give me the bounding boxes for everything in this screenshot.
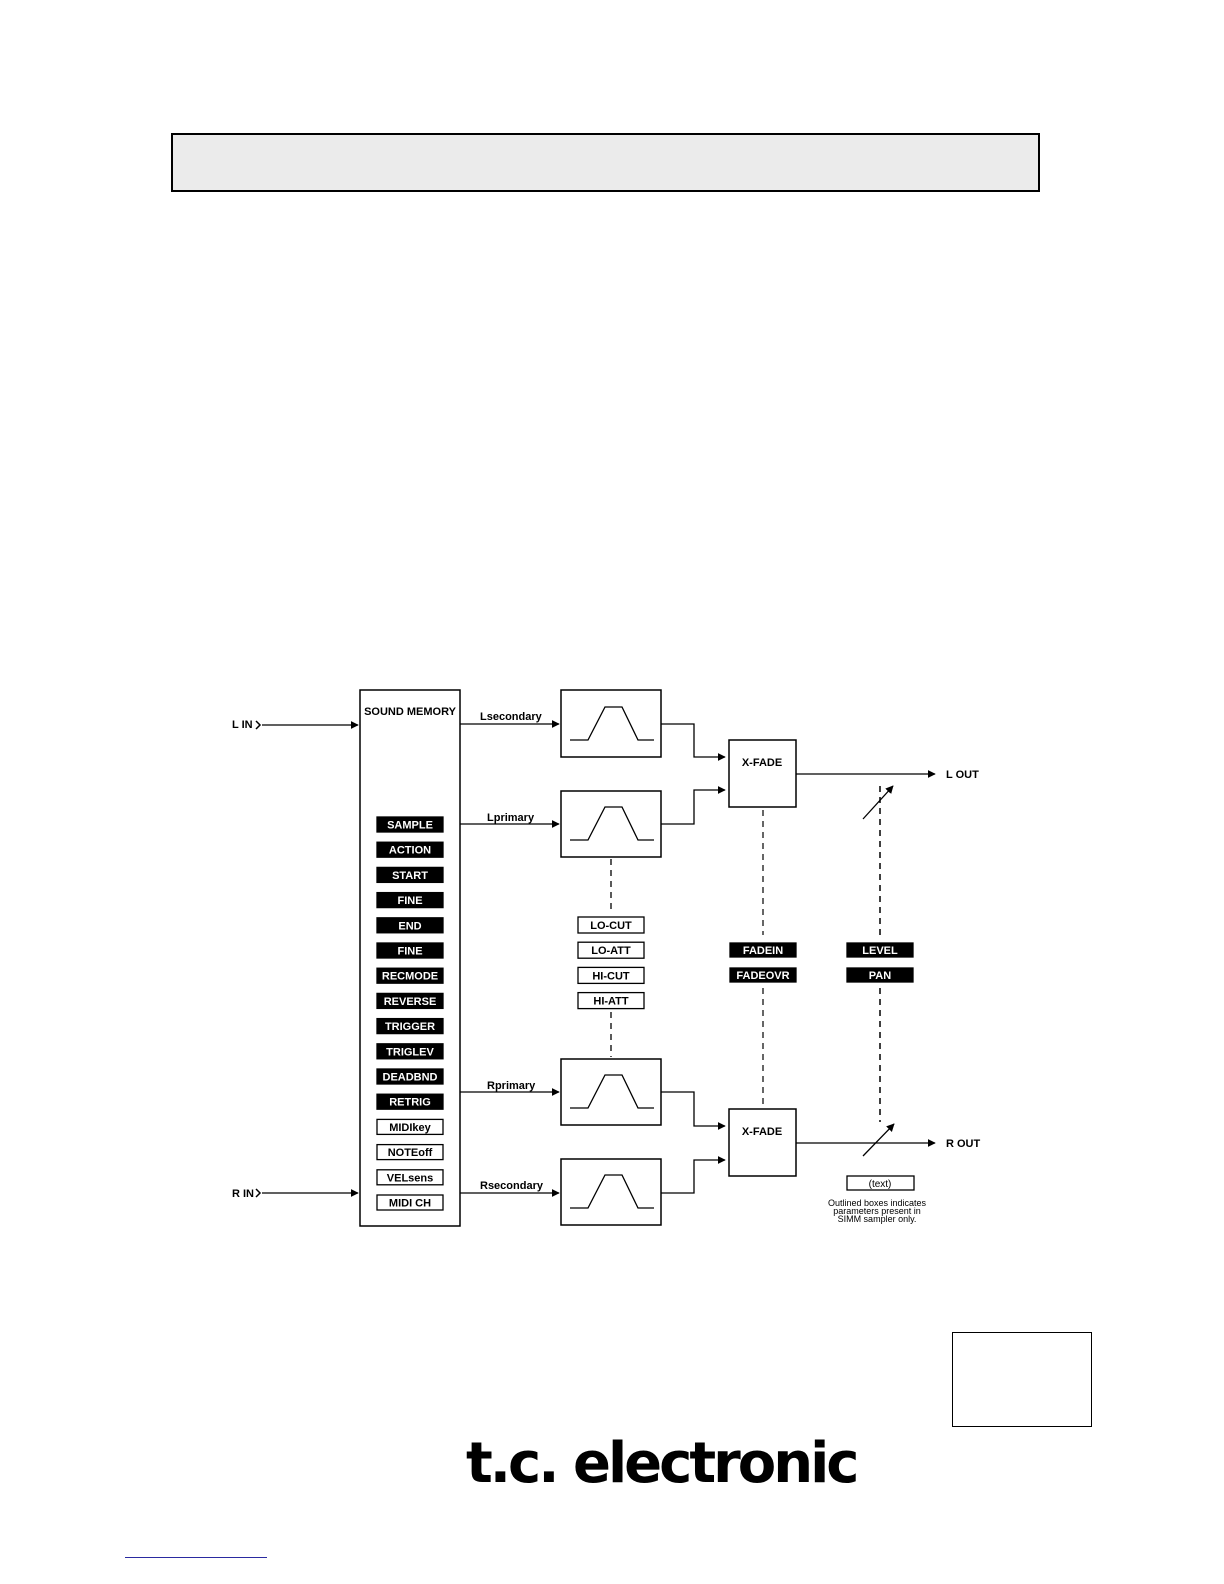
label-l-in: L IN [232, 719, 253, 731]
legend-note-line-1: Outlined boxes indicates [828, 1198, 927, 1208]
filter-param-2-box [577, 941, 645, 959]
xfade-param-2-box [729, 967, 797, 983]
xfade-left-label: X-FADE [742, 757, 782, 769]
sound-memory-param-4-box [376, 891, 444, 909]
r-secondary-to-xfade [661, 1156, 726, 1194]
filter-param-3-box [577, 966, 645, 985]
xfade-param-2-label: FADEOVR [736, 970, 789, 982]
filter-params: LO-CUT LO-ATT HI-CUT HI-ATT [577, 916, 645, 1010]
legend-note-line-2: parameters present in [833, 1206, 921, 1216]
legend-box-label: (text) [869, 1179, 892, 1190]
sound-memory-param-11-box [376, 1068, 444, 1085]
legend-box [846, 1175, 915, 1191]
page-number-box [952, 1332, 1092, 1427]
sound-memory-params: SAMPLE ACTION START FINE END FINE RECMODE REVER… [376, 816, 444, 1211]
xfade-right-label: X-FADE [742, 1126, 782, 1138]
output-param-1-box [846, 942, 914, 958]
r-out-level-arrow [862, 1123, 895, 1157]
l-in-chevron [255, 720, 262, 730]
label-r-out: R OUT [946, 1138, 981, 1150]
filter-param-2-label: LO-ATT [591, 945, 631, 957]
sound-memory-param-15-box [376, 1169, 444, 1186]
sound-memory-param-1-label: SAMPLE [387, 820, 433, 832]
sound-memory-param-10-box [376, 1043, 444, 1060]
sound-memory-param-11-label: DEADBND [383, 1072, 438, 1084]
sound-memory-param-16-label: MIDI CH [389, 1198, 431, 1210]
tc-electronic-logo: t.c. electronic [466, 1431, 859, 1496]
r-in-chevron [255, 1188, 262, 1198]
sound-memory-param-14-label: NOTEoff [388, 1147, 433, 1159]
label-l-out: L OUT [946, 769, 979, 781]
filter-param-1-label: LO-CUT [590, 920, 632, 932]
sound-memory-param-8-box [376, 992, 444, 1010]
filter-block-l-secondary [560, 689, 662, 758]
label-r-in: R IN [232, 1188, 254, 1200]
sound-memory-param-12-box [376, 1093, 444, 1110]
sound-memory-param-9-box [376, 1017, 444, 1035]
sound-memory-param-2-box [376, 841, 444, 858]
legend-note-line-3: SIMM sampler only. [838, 1214, 917, 1224]
label-l-primary: Lprimary [487, 812, 535, 824]
sound-memory-param-3-label: START [392, 870, 428, 882]
label-l-secondary: Lsecondary [480, 711, 543, 723]
sound-memory-param-8-label: REVERSE [384, 996, 437, 1008]
xfade-param-1-label: FADEIN [743, 945, 783, 957]
sound-memory-param-9-label: TRIGGER [385, 1021, 435, 1033]
filter-param-1-box [577, 916, 645, 934]
filter-param-3-label: HI-CUT [592, 970, 630, 982]
sound-memory-param-10-label: TRIGLEV [386, 1046, 434, 1058]
r-primary-to-xfade [661, 1091, 726, 1130]
sound-memory-param-15-label: VELsens [387, 1172, 433, 1184]
header-bar [171, 133, 1040, 192]
sound-memory-param-6-label: FINE [397, 946, 422, 958]
output-params: LEVEL PAN [846, 942, 914, 983]
sound-memory-param-13-label: MIDIkey [389, 1122, 431, 1134]
filter-block-r-secondary [560, 1158, 662, 1226]
output-param-2-box [846, 967, 914, 983]
sound-memory-param-1-box [376, 816, 444, 833]
label-r-secondary: Rsecondary [480, 1180, 544, 1192]
filter-param-4-label: HI-ATT [593, 996, 629, 1008]
sound-memory-param-7-box [376, 967, 444, 984]
sound-memory-param-3-box [376, 866, 444, 884]
sound-memory-param-6-box [376, 942, 444, 959]
xfade-block-left [728, 739, 797, 808]
sound-memory-param-16-box [376, 1194, 444, 1211]
l-secondary-to-xfade [661, 723, 726, 761]
sound-memory-param-7-label: RECMODE [382, 971, 438, 983]
label-r-primary: Rprimary [487, 1080, 536, 1092]
l-primary-to-xfade [661, 786, 726, 825]
sound-memory-title: SOUND MEMORY [364, 706, 457, 718]
sound-memory-param-4-label: FINE [397, 895, 422, 907]
xfade-block-right [728, 1108, 797, 1177]
output-param-2-label: PAN [869, 970, 891, 982]
sound-memory-param-5-box [376, 917, 444, 934]
footer-rule [125, 1557, 267, 1558]
sound-memory-param-14-box [376, 1143, 444, 1161]
filter-param-4-box [577, 991, 645, 1010]
filter-block-l-primary [560, 790, 662, 858]
sound-memory-param-5-label: END [398, 920, 421, 932]
filter-block-r-primary [560, 1058, 662, 1126]
sound-memory-param-2-label: ACTION [389, 845, 431, 857]
sound-memory-param-12-label: RETRIG [389, 1097, 431, 1109]
sound-memory-param-13-box [376, 1118, 444, 1136]
output-param-1-label: LEVEL [862, 945, 898, 957]
xfade-param-1-box [729, 942, 797, 958]
xfade-params: FADEIN FADEOVR [729, 942, 797, 983]
l-out-level-arrow [862, 785, 894, 820]
